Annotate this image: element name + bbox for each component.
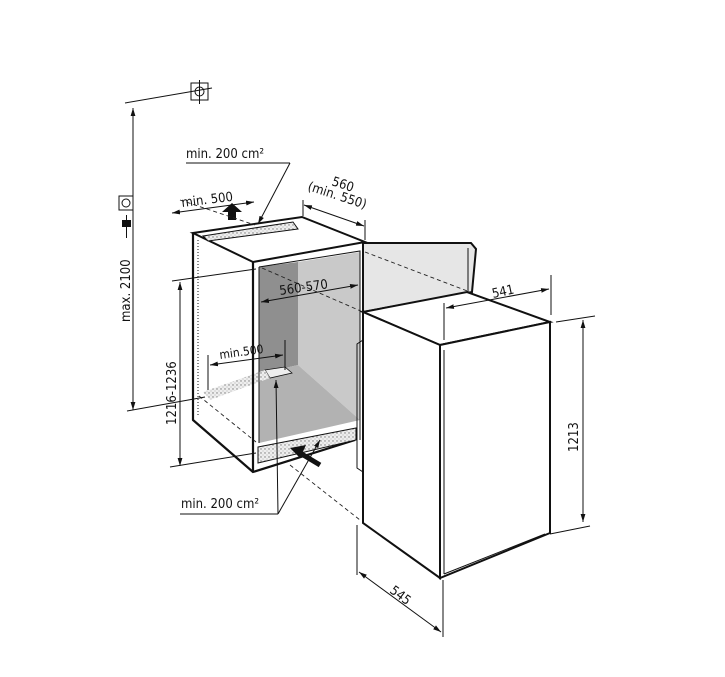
niche-height-label: 1216-1236	[165, 361, 180, 425]
top-vent-depth-label: min. 500	[181, 190, 234, 211]
appliance-height-label: 1213	[567, 422, 582, 452]
appliance-depth-label: 545	[387, 583, 414, 608]
niche-height-dimension	[169, 268, 257, 468]
appliance-width-dimension	[443, 275, 552, 340]
niche-depth-label: 560	[330, 175, 356, 196]
airflow-in-arrow-icon	[290, 445, 322, 468]
appliance-body	[356, 290, 554, 580]
bottom-vent-area-leader	[180, 379, 321, 515]
bottom-vent-depth-label: min.500	[218, 342, 264, 362]
top-vent-area-leader	[186, 162, 291, 225]
top-vent-depth-dimension	[171, 200, 255, 215]
top-vent-area-label: min. 200 cm²	[186, 147, 264, 162]
niche-depth-dimension	[302, 200, 366, 240]
cabinet-niche	[189, 215, 369, 474]
bottom-vent-area-label: min. 200 cm²	[181, 497, 259, 512]
power-socket-icon	[118, 195, 134, 211]
appliance-height-dimension	[549, 315, 596, 535]
wall-mount-icon	[124, 80, 213, 104]
max-height-label: max. 2100	[119, 259, 134, 322]
appliance-width-label: 541	[491, 283, 516, 302]
appliance-depth-dimension	[356, 525, 444, 637]
bottom-vent-depth-dimension	[207, 340, 286, 390]
niche-width-dimension	[260, 284, 359, 303]
niche-width-label: 560-570	[278, 277, 328, 299]
power-plug-icon	[122, 215, 131, 238]
